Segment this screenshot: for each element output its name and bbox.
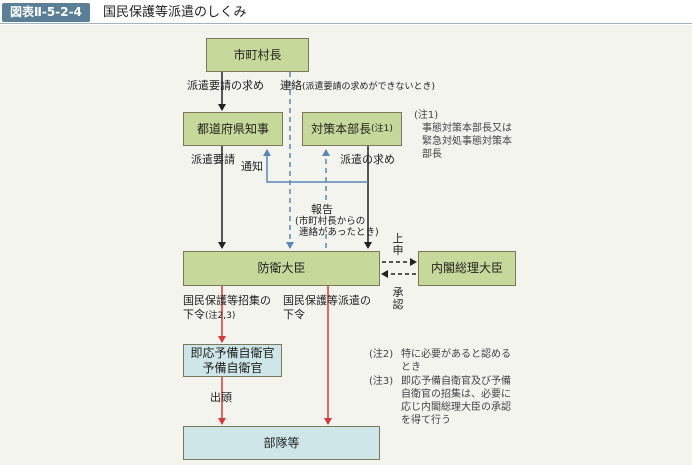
box-hq-chief: 対策本部長(注1) <box>302 112 402 146</box>
box-mayor: 市町村長 <box>206 38 309 72</box>
figure-title: 国民保護等派遣のしくみ <box>103 5 247 20</box>
note-2-line2: とき <box>401 362 421 373</box>
header: 図表Ⅱ-5-2-4 国民保護等派遣のしくみ <box>0 0 692 24</box>
label-approve: 承認 <box>392 286 404 311</box>
diagram-panel <box>0 25 692 465</box>
box-reserve-line1: 即応予備自衛官 <box>190 345 275 360</box>
box-mayor-label: 市町村長 <box>233 47 282 62</box>
label-liaison: 連絡(派遣要請の求めができないとき) <box>280 79 435 94</box>
note-3-line1: 即応予備自衛官及び予備 <box>401 376 511 387</box>
label-report-for-duty: 出頭 <box>210 391 232 404</box>
box-reserve-officers: 即応予備自衛官 予備自衛官 <box>183 344 282 377</box>
label-report: 報告 <box>311 203 333 216</box>
box-hq-chief-note: (注1) <box>371 123 393 134</box>
label-propose: 上申 <box>392 232 404 257</box>
label-call-order-note: (注2,3) <box>205 311 236 321</box>
box-reserve-line2: 予備自衛官 <box>202 360 263 375</box>
label-call-order-2-text: 下令 <box>183 308 205 321</box>
label-call-order-1: 国民保護等招集の <box>183 294 271 307</box>
label-dispatch-order-2: 下令 <box>283 308 305 321</box>
box-units-label: 部隊等 <box>263 435 300 450</box>
note-3-line3: 応じ内閣総理大臣の承認 <box>401 402 511 413</box>
box-prime-minister-label: 内閣総理大臣 <box>430 261 503 275</box>
label-liaison-note: (派遣要請の求めができないとき) <box>302 82 436 92</box>
note-1: (注1) 事態対策本部長又は 緊急対処事態対策本 部長 <box>414 109 512 161</box>
header-rule <box>0 23 692 24</box>
box-defense-minister-label: 防衛大臣 <box>257 261 306 275</box>
note-2-line1: 特に必要があると認める <box>401 349 511 360</box>
box-prime-minister: 内閣総理大臣 <box>418 251 516 286</box>
label-dispatch-ask: 派遣の求め <box>340 153 395 166</box>
label-liaison-text: 連絡 <box>280 79 302 92</box>
note-1-line3: 部長 <box>422 149 442 160</box>
note-1-line2: 緊急対処事態対策本 <box>422 136 512 147</box>
label-dispatch-request: 派遣要請 <box>191 153 235 166</box>
note-3-label: (注3) <box>369 376 394 387</box>
figure-label: 図表Ⅱ-5-2-4 <box>2 3 90 22</box>
label-dispatch-request-ask: 派遣要請の求め <box>187 79 264 92</box>
label-notice: 通知 <box>241 160 263 173</box>
label-report-note-1: (市町村長からの <box>295 216 366 227</box>
label-report-note-2: 連絡があったとき) <box>299 227 379 238</box>
box-governor-label: 都道府県知事 <box>196 121 269 136</box>
note-3: (注3) 即応予備自衛官及び予備 自衛官の招集は、必要に 応じ内閣総理大臣の承認… <box>369 375 511 427</box>
arrow-notice <box>263 149 368 183</box>
label-call-order-2: 下令(注2,3) <box>183 308 235 323</box>
box-governor: 都道府県知事 <box>183 112 283 146</box>
note-2-label: (注2) <box>369 349 394 360</box>
note-3-line2: 自衛官の招集は、必要に <box>401 389 511 400</box>
note-1-line1: 事態対策本部長又は <box>422 123 512 134</box>
label-dispatch-order-1: 国民保護等派遣の <box>283 294 371 307</box>
box-units: 部隊等 <box>183 426 380 460</box>
note-1-label: (注1) <box>414 110 439 121</box>
note-2: (注2) 特に必要があると認める とき <box>369 348 511 374</box>
box-hq-chief-label: 対策本部長 <box>311 121 372 136</box>
box-defense-minister: 防衛大臣 <box>183 251 380 286</box>
note-3-line4: を得て行う <box>401 415 451 426</box>
